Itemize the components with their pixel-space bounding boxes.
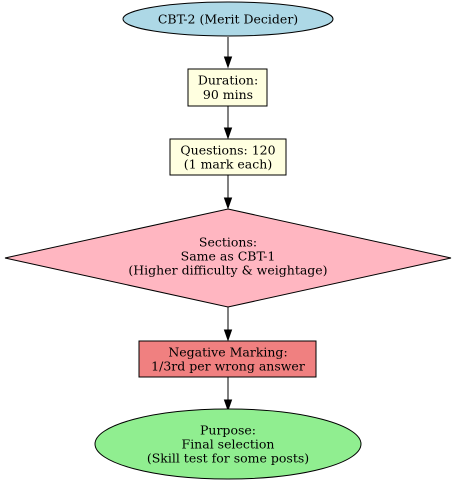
node-negative-marking-line-2: 1/3rd per wrong answer: [151, 359, 305, 374]
node-duration-line-1: Duration:: [198, 73, 258, 88]
node-duration-line-2: 90 mins: [203, 87, 253, 102]
node-cbt2: CBT-2 (Merit Decider): [122, 1, 334, 37]
node-sections-line-3: (Higher difficulty & weightage): [128, 263, 327, 278]
node-duration: Duration: 90 mins: [187, 68, 268, 107]
node-cbt2-shape: [122, 1, 334, 37]
node-purpose: Purpose: Final selection (Skill test for…: [94, 408, 362, 480]
node-purpose-line-2: Final selection: [182, 437, 275, 452]
node-sections-line-2: Same as CBT-1: [181, 249, 276, 264]
node-sections-line-1: Sections:: [199, 235, 257, 250]
node-duration-shape: [187, 68, 268, 107]
edge-cbt2-to-duration: [223, 37, 233, 69]
node-negative-marking-line-1: Negative Marking:: [168, 345, 287, 360]
edge-questions-to-sections: [223, 175, 233, 210]
node-cbt2-line-1: CBT-2 (Merit Decider): [158, 12, 298, 27]
node-questions: Questions: 120 (1 mark each): [169, 138, 287, 176]
edge-duration-to-questions: [223, 106, 233, 140]
node-sections: Sections: Same as CBT-1 (Higher difficul…: [4, 208, 452, 308]
node-questions-line-2: (1 mark each): [184, 157, 272, 172]
node-negative-marking-shape: [138, 340, 317, 378]
node-sections-shape: [4, 208, 452, 308]
node-questions-shape: [169, 138, 287, 176]
node-purpose-line-1: Purpose:: [200, 423, 256, 438]
node-questions-line-1: Questions: 120: [180, 143, 275, 158]
edge-sections-to-negative: [223, 306, 233, 342]
edge-negative-to-purpose: [223, 377, 233, 412]
node-negative-marking: Negative Marking: 1/3rd per wrong answer: [138, 340, 317, 378]
node-purpose-line-3: (Skill test for some posts): [147, 451, 309, 466]
node-purpose-shape: [94, 408, 362, 480]
